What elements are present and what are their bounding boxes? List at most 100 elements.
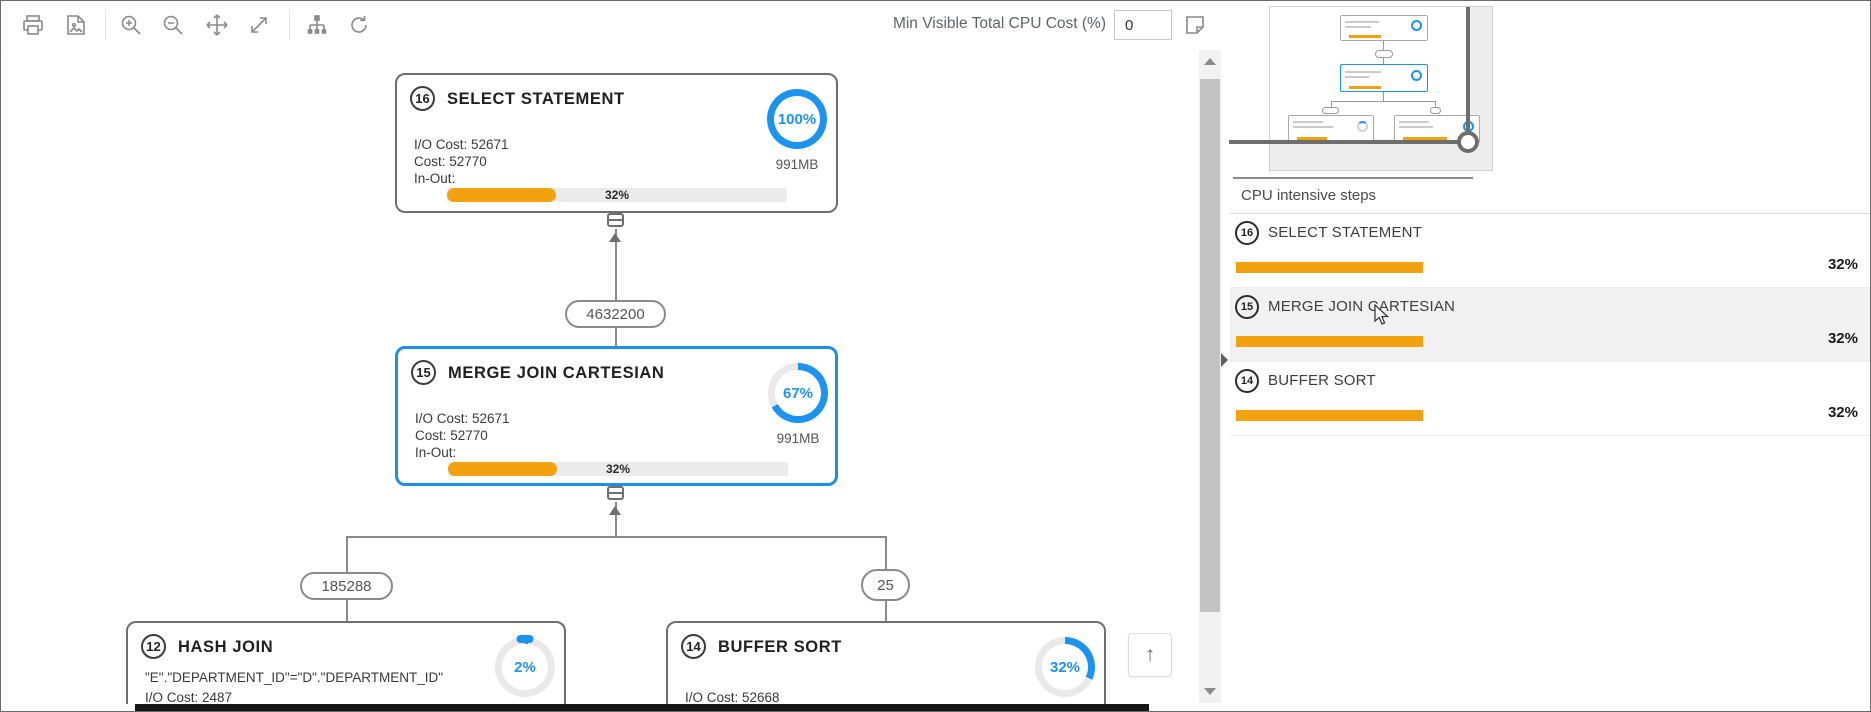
- splitter-collapse-arrow[interactable]: [1221, 353, 1228, 367]
- minimap-node: [1340, 15, 1428, 41]
- node-predicate: "E"."DEPARTMENT_ID"="D"."DEPARTMENT_ID": [145, 670, 444, 685]
- step-cpu-percent: 32%: [1827, 330, 1858, 347]
- edge-arrow-up: [609, 233, 621, 242]
- minimap-viewport-edge: [1229, 140, 1470, 144]
- step-label: SELECT STATEMENT: [1268, 224, 1423, 241]
- node-progress-fill: [447, 188, 556, 202]
- plan-diagram-canvas[interactable]: 4632200 185288 25 16 SELECT STATEMENT I/…: [2, 49, 1198, 704]
- step-label: BUFFER SORT: [1268, 372, 1376, 389]
- toolbar-separator: [105, 10, 106, 40]
- scroll-to-top-button[interactable]: ↑: [1128, 633, 1172, 677]
- min-cpu-cost-label: Min Visible Total CPU Cost (%): [892, 15, 1106, 32]
- node-id-badge: 15: [411, 360, 436, 385]
- node-id-badge: 16: [410, 86, 435, 111]
- plan-node-buffer-sort[interactable]: 14 BUFFER SORT I/O Cost: 52668 Cost: 527…: [666, 621, 1106, 704]
- pan-icon[interactable]: [205, 13, 229, 37]
- notes-icon[interactable]: [1183, 13, 1207, 37]
- main-vertical-scrollbar[interactable]: [1199, 50, 1221, 703]
- minimap-viewport-handle[interactable]: [1457, 131, 1479, 153]
- edge-line: [615, 502, 617, 536]
- node-id-badge: 14: [681, 634, 706, 659]
- toolbar: Min Visible Total CPU Cost (%): [1, 1, 1204, 50]
- step-row-buffer-sort[interactable]: 14 BUFFER SORT 32%: [1230, 362, 1870, 436]
- cpu-percent: 100%: [777, 110, 817, 128]
- minimap-node: [1394, 115, 1480, 143]
- node-in-out: In-Out:: [415, 445, 457, 460]
- divider: [1230, 213, 1870, 214]
- plan-node-merge-join-cartesian[interactable]: 15 MERGE JOIN CARTESIAN I/O Cost: 52671 …: [395, 346, 838, 486]
- refresh-icon[interactable]: [347, 13, 371, 37]
- edge-line: [885, 601, 887, 621]
- node-io-cost: I/O Cost: 52671: [414, 137, 509, 152]
- zoom-out-icon[interactable]: [161, 13, 185, 37]
- node-title: MERGE JOIN CARTESIAN: [448, 364, 665, 382]
- collapse-handle[interactable]: [607, 213, 624, 227]
- cpu-steps-title: CPU intensive steps: [1241, 187, 1377, 204]
- scrollbar-up-arrow[interactable]: [1204, 58, 1216, 65]
- cpu-percent: 32%: [1049, 658, 1081, 676]
- scrollbar-down-arrow[interactable]: [1204, 688, 1216, 695]
- edge-line: [346, 536, 348, 572]
- step-label: MERGE JOIN CARTESIAN: [1268, 298, 1456, 315]
- edge-label-rows: 4632200: [565, 300, 666, 328]
- step-cpu-bar: [1236, 336, 1423, 347]
- node-progress-bar: 32%: [447, 188, 787, 202]
- edge-arrow-up: [609, 506, 621, 515]
- toolbar-separator: [289, 10, 290, 40]
- step-row-merge-join-cartesian[interactable]: 15 MERGE JOIN CARTESIAN 32%: [1230, 288, 1870, 362]
- panel-splitter[interactable]: [1221, 50, 1230, 703]
- minimap-node: [1288, 115, 1374, 143]
- up-arrow-icon: ↑: [1144, 643, 1156, 666]
- node-title: BUFFER SORT: [718, 638, 842, 656]
- tree-layout-icon[interactable]: [305, 13, 329, 37]
- node-progress-fill: [448, 462, 557, 476]
- step-cpu-percent: 32%: [1827, 256, 1858, 273]
- node-progress-bar: 32%: [448, 462, 788, 476]
- step-cpu-bar: [1236, 410, 1423, 421]
- edge-label-rows: 25: [861, 569, 910, 601]
- step-cpu-percent: 32%: [1827, 404, 1858, 421]
- min-cpu-cost-input[interactable]: [1114, 10, 1172, 40]
- node-title: SELECT STATEMENT: [447, 90, 625, 108]
- node-io-cost: I/O Cost: 52668: [685, 690, 780, 704]
- node-progress-label: 32%: [604, 188, 630, 202]
- window-bottom-edge: [135, 704, 1149, 711]
- collapse-handle[interactable]: [607, 486, 624, 500]
- edge-label-rows: 185288: [300, 572, 393, 600]
- cpu-donut: 100%: [767, 89, 827, 149]
- cpu-percent: 67%: [782, 384, 814, 402]
- step-row-select-statement[interactable]: 16 SELECT STATEMENT 32%: [1230, 214, 1870, 288]
- node-in-out: In-Out:: [414, 171, 456, 186]
- node-title: HASH JOIN: [178, 638, 274, 656]
- node-size: 991MB: [776, 431, 820, 446]
- edge-line: [615, 328, 617, 346]
- cpu-donut-sliver: [516, 635, 534, 643]
- node-cost: Cost: 52770: [415, 428, 488, 443]
- step-cpu-bar: [1236, 262, 1423, 273]
- cpu-donut: 67%: [768, 363, 828, 423]
- node-io-cost: I/O Cost: 52671: [415, 411, 510, 426]
- node-id-badge: 12: [141, 634, 166, 659]
- export-image-icon[interactable]: [64, 13, 88, 37]
- step-id-badge: 15: [1235, 295, 1259, 319]
- node-progress-label: 32%: [605, 462, 631, 476]
- plan-node-select-statement[interactable]: 16 SELECT STATEMENT I/O Cost: 52671 Cost…: [395, 73, 838, 213]
- cpu-steps-sidebar: CPU intensive steps 16 SELECT STATEMENT …: [1229, 1, 1870, 711]
- zoom-in-icon[interactable]: [119, 13, 143, 37]
- fit-to-screen-icon[interactable]: [247, 13, 271, 37]
- minimap-node-selected: [1340, 64, 1428, 92]
- minimap-viewport-edge: [1466, 7, 1470, 142]
- cpu-donut: 2%: [495, 635, 555, 697]
- node-cost: Cost: 52770: [414, 154, 487, 169]
- node-size: 991MB: [775, 157, 819, 172]
- print-icon[interactable]: [21, 13, 45, 37]
- scrollbar-thumb[interactable]: [1200, 79, 1220, 612]
- edge-line: [615, 229, 617, 300]
- edge-line: [346, 600, 348, 621]
- minimap[interactable]: [1229, 6, 1493, 171]
- cpu-donut: 32%: [1035, 637, 1095, 697]
- plan-node-hash-join[interactable]: 12 HASH JOIN "E"."DEPARTMENT_ID"="D"."DE…: [126, 621, 566, 704]
- edge-line: [346, 536, 887, 538]
- node-io-cost: I/O Cost: 2487: [145, 690, 233, 704]
